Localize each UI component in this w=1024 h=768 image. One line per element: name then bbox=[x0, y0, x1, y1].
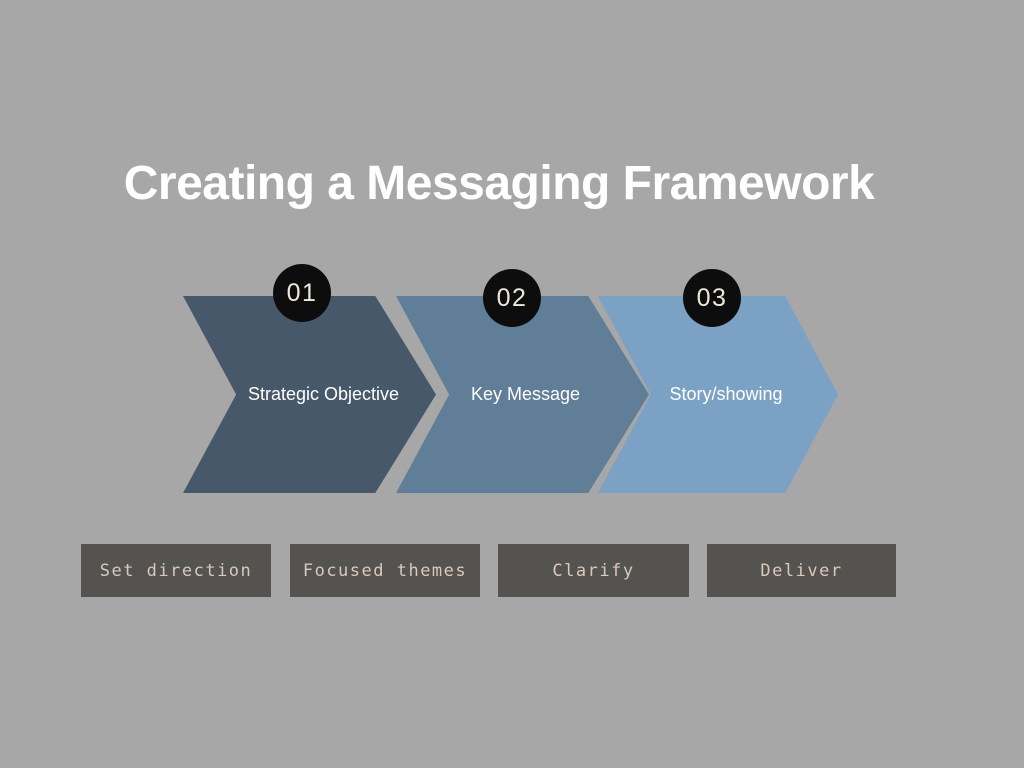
step-number: 03 bbox=[696, 283, 728, 312]
step-label: Strategic Objective bbox=[247, 384, 400, 404]
page-title: Creating a Messaging Framework bbox=[123, 157, 875, 210]
step-number-badge-2: 02 bbox=[483, 269, 541, 327]
action-button-focused-themes[interactable]: Focused themes bbox=[290, 544, 480, 597]
step-label: Key Message bbox=[470, 384, 581, 404]
step-label: Story/showing bbox=[669, 384, 783, 404]
action-button-deliver[interactable]: Deliver bbox=[707, 544, 896, 597]
chevron-step-1[interactable]: Strategic Objective bbox=[183, 296, 436, 493]
step-number: 02 bbox=[496, 283, 528, 312]
step-number-badge-1: 01 bbox=[273, 264, 331, 322]
step-number: 01 bbox=[286, 278, 318, 307]
action-button-clarify[interactable]: Clarify bbox=[498, 544, 689, 597]
action-button-set-direction[interactable]: Set direction bbox=[81, 544, 271, 597]
step-number-badge-3: 03 bbox=[683, 269, 741, 327]
